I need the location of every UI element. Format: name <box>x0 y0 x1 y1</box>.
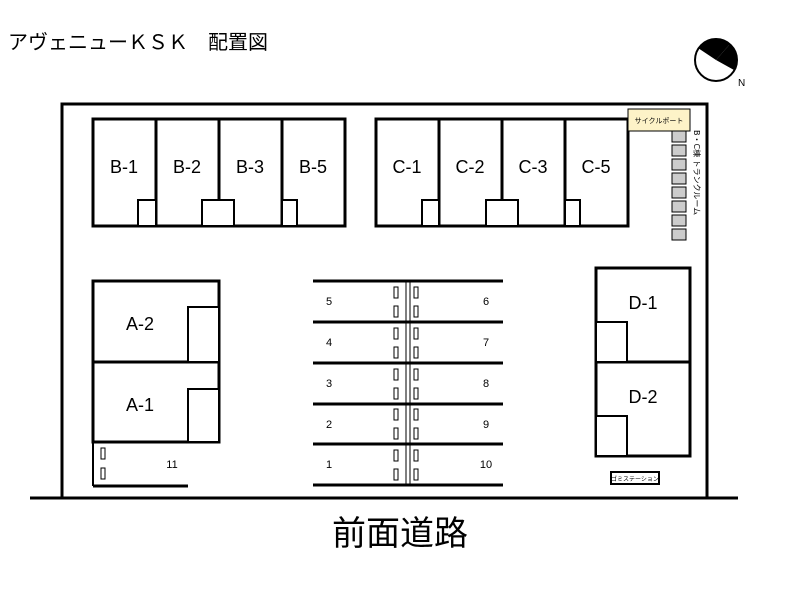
unit-c3-label: C-3 <box>518 157 547 177</box>
unit-b3-label: B-3 <box>236 157 264 177</box>
trunk-room-label: B・C棟 トランクルーム <box>692 130 702 215</box>
unit-c1-label: C-1 <box>392 157 421 177</box>
unit-c2-label: C-2 <box>455 157 484 177</box>
garbage-station-label: ゴミステーション <box>611 475 659 483</box>
unit-b2-label: B-2 <box>173 157 201 177</box>
parking-space-11: 11 <box>92 442 188 488</box>
trunk-room: B・C棟 トランクルーム <box>671 130 702 241</box>
page-title: アヴェニューＫＳＫ 配置図 <box>8 30 268 54</box>
unit-b1-label: B-1 <box>110 157 138 177</box>
building-c: C-1 C-2 C-3 C-5 <box>374 117 630 228</box>
parking-number-8: 8 <box>483 378 489 390</box>
unit-c5-label: C-5 <box>581 157 610 177</box>
unit-b5-label: B-5 <box>299 157 327 177</box>
north-compass-icon: N <box>694 38 745 89</box>
wheel-stoppers <box>393 286 419 481</box>
unit-d1-label: D-1 <box>628 293 657 313</box>
road-label: 前面道路 <box>332 514 468 554</box>
parking-number-11: 11 <box>166 459 177 471</box>
unit-a1-label: A-1 <box>126 395 154 415</box>
parking-number-2: 2 <box>326 419 332 431</box>
site-boundary <box>60 102 709 498</box>
garbage-station: ゴミステーション <box>610 471 660 485</box>
parking-number-10: 10 <box>480 459 492 471</box>
building-d: D-1 D-2 <box>594 266 692 458</box>
parking-number-9: 9 <box>483 419 489 431</box>
cycle-port: サイクルポート <box>627 108 691 132</box>
parking-number-4: 4 <box>326 337 332 349</box>
north-label: N <box>738 78 745 89</box>
parking-number-6: 6 <box>483 296 489 308</box>
building-a: A-2 A-1 <box>91 279 221 444</box>
parking-number-5: 5 <box>326 296 332 308</box>
unit-a2-label: A-2 <box>126 314 154 334</box>
parking-number-7: 7 <box>483 337 489 349</box>
cycle-port-label: サイクルポート <box>635 117 684 125</box>
parking-number-3: 3 <box>326 378 332 390</box>
parking-lot: 5 4 3 2 1 6 7 8 9 10 <box>313 279 503 487</box>
unit-d2-label: D-2 <box>628 387 657 407</box>
parking-number-1: 1 <box>326 459 332 471</box>
building-b: B-1 B-2 B-3 B-5 <box>91 117 347 228</box>
